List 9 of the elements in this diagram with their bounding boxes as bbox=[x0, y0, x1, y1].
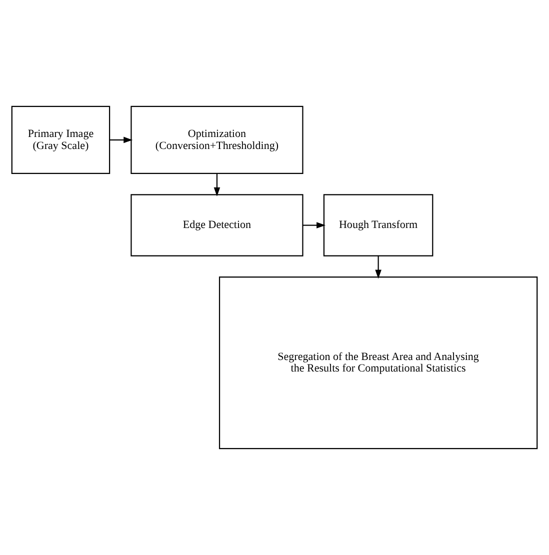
node-box: Edge Detection bbox=[130, 194, 304, 256]
arrow bbox=[375, 256, 382, 279]
node-box: Hough Transform bbox=[323, 194, 434, 256]
node-box: Segregation of the Breast Area and Analysing the Results for Computational Statistics bbox=[218, 276, 538, 450]
arrow bbox=[214, 174, 220, 196]
node-box: Optimization (Conversion+Thresholding) bbox=[130, 106, 304, 174]
arrow bbox=[110, 136, 133, 144]
node-box: Primary Image (Gray Scale) bbox=[11, 106, 110, 174]
arrow bbox=[303, 222, 326, 228]
